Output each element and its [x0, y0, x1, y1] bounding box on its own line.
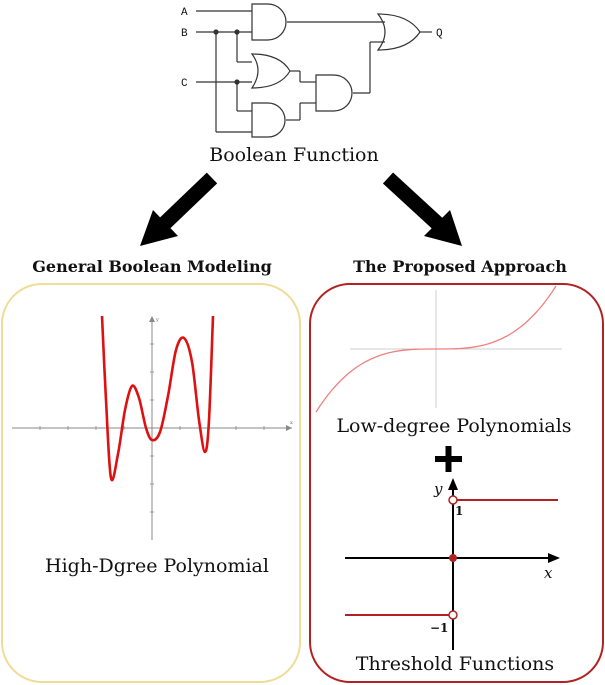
or-gate-output	[376, 13, 421, 51]
plus-icon	[435, 446, 462, 472]
right-panel-caption-top: Low-degree Polynomials	[336, 415, 571, 437]
threshold-function-plot	[345, 478, 560, 650]
threshold-y-label: y	[433, 480, 443, 498]
logic-circuit	[196, 3, 432, 138]
input-a-label: A	[181, 7, 188, 19]
threshold-tick-pos: 1	[455, 504, 463, 518]
boolean-function-caption: Boolean Function	[209, 144, 378, 166]
upper-open-dot	[448, 495, 458, 505]
left-panel-heading: General Boolean Modeling	[32, 257, 272, 276]
input-b-label: B	[181, 28, 188, 40]
threshold-x-label: x	[544, 564, 553, 582]
and-gate-1	[251, 3, 287, 41]
origin-dot	[449, 554, 457, 562]
svg-text:x: x	[290, 420, 293, 426]
lower-open-dot	[448, 610, 458, 620]
polynomial-curve	[100, 315, 215, 482]
and-gate-2	[251, 102, 286, 138]
arrow-left-icon	[140, 172, 218, 246]
threshold-tick-neg: −1	[430, 621, 448, 635]
left-panel-caption: High-Dgree Polynomial	[45, 555, 269, 577]
right-panel-frame	[309, 283, 604, 683]
high-degree-polynomial-plot: y x	[12, 315, 293, 540]
output-q-label: Q	[436, 28, 443, 40]
cubic-curve	[315, 285, 557, 413]
arrow-right-icon	[382, 172, 462, 246]
low-degree-polynomial-plot	[315, 285, 562, 413]
input-c-label: C	[181, 78, 188, 90]
and-gate-3	[315, 74, 353, 112]
left-panel-frame	[1, 283, 301, 683]
right-panel-heading: The Proposed Approach	[353, 257, 567, 276]
or-gate-1	[250, 53, 291, 89]
right-panel-caption-bottom: Threshold Functions	[356, 653, 554, 675]
svg-text:y: y	[155, 317, 159, 323]
